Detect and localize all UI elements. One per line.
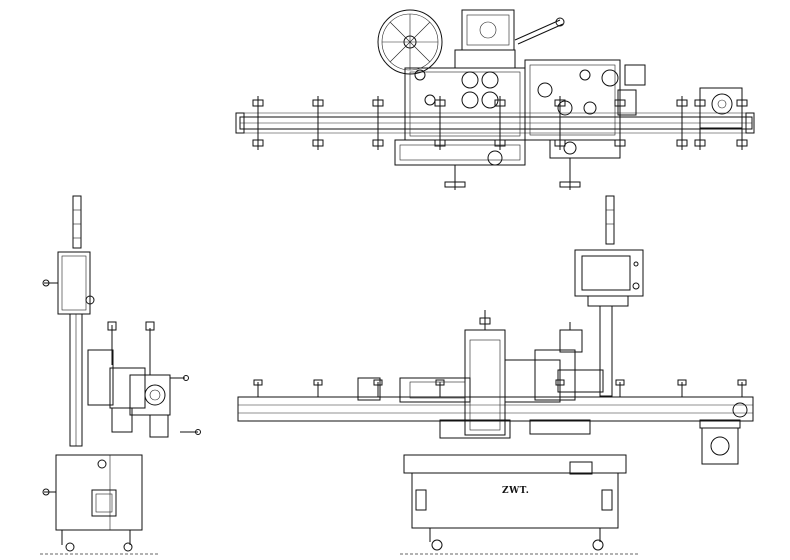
front-conveyor-guide-posts bbox=[253, 379, 747, 397]
side-control-box bbox=[57, 251, 91, 315]
top-adjust-feet bbox=[444, 158, 581, 190]
top-drive-housing bbox=[524, 59, 621, 141]
front-screen-column bbox=[599, 305, 613, 397]
front-labeler-head bbox=[464, 329, 506, 436]
front-guide-post bbox=[615, 379, 625, 397]
front-guide-post bbox=[677, 379, 687, 397]
side-view bbox=[40, 195, 201, 555]
top-conveyor-guide-posts bbox=[252, 96, 748, 150]
top-guide-post bbox=[312, 96, 324, 150]
top-conveyor-motor bbox=[699, 87, 743, 129]
front-guide-post bbox=[313, 379, 323, 397]
top-guide-post bbox=[372, 96, 384, 150]
front-conveyor bbox=[237, 396, 754, 422]
front-feed-assembly bbox=[399, 377, 471, 403]
top-guide-post bbox=[252, 96, 264, 150]
front-guide-post bbox=[435, 379, 445, 397]
label-reel bbox=[377, 9, 443, 75]
side-fan-grille bbox=[91, 489, 117, 517]
top-lower-frame bbox=[394, 139, 526, 166]
touch-screen-panel bbox=[574, 249, 644, 297]
front-guide-post bbox=[373, 379, 383, 397]
front-guide-post bbox=[253, 379, 263, 397]
front-conveyor-motor bbox=[701, 427, 739, 465]
front-cabinet bbox=[411, 472, 619, 529]
front-guide-post bbox=[737, 379, 747, 397]
top-roller-cluster bbox=[414, 69, 619, 166]
top-label-head bbox=[461, 9, 515, 51]
front-conveyor-end-roller bbox=[732, 402, 748, 418]
label-reel-spokes bbox=[382, 14, 438, 70]
top-guide-post bbox=[676, 96, 688, 150]
side-labeler-head bbox=[87, 349, 114, 406]
front-cabinet-top bbox=[403, 454, 627, 474]
front-view: ZWT. bbox=[237, 195, 754, 555]
side-signal-tower bbox=[72, 195, 82, 249]
touch-screen-display bbox=[581, 255, 631, 291]
top-sensor-arm bbox=[514, 19, 561, 41]
machine-brand-label: ZWT. bbox=[502, 486, 529, 496]
top-view bbox=[235, 9, 755, 190]
front-signal-tower bbox=[605, 195, 615, 245]
